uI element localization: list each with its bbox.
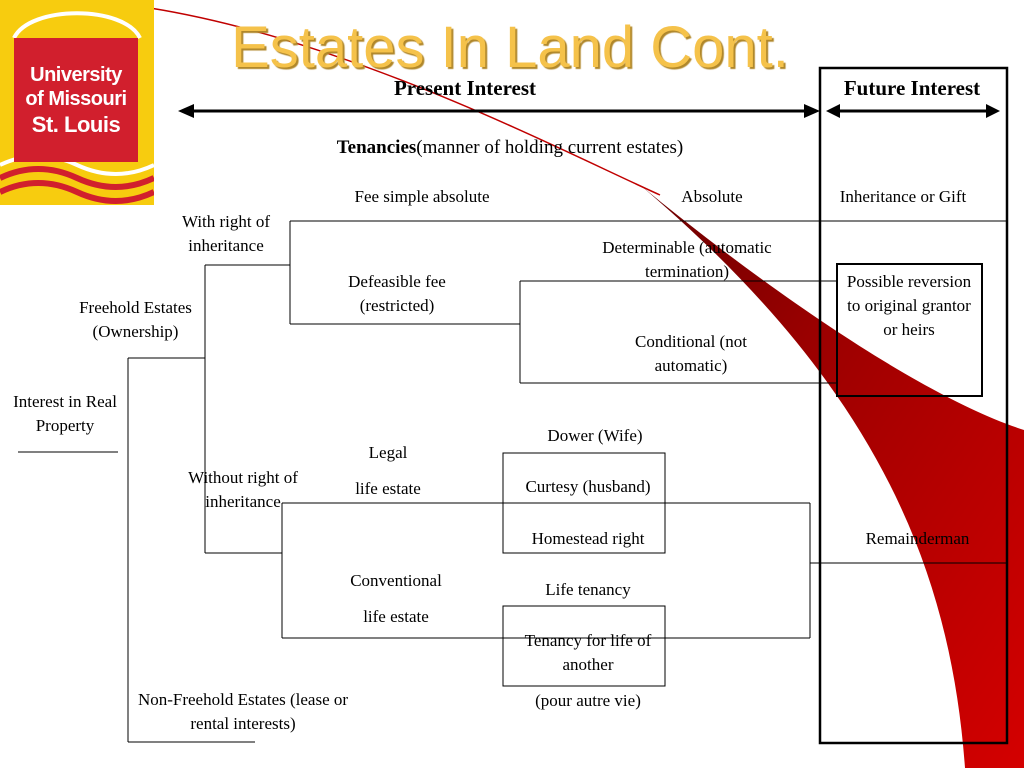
fee-simple-absolute: Fee simple absolute — [354, 187, 490, 206]
legal-label: Legal — [368, 443, 408, 462]
non-freehold-estates: Non-Freehold Estates (lease or rental in… — [137, 690, 349, 733]
logo-red-box: University of Missouri St. Louis — [14, 38, 138, 162]
dower-wife: Dower (Wife) — [547, 426, 643, 445]
conventional-label: Conventional — [350, 571, 442, 590]
conventional-life-estate: life estate — [363, 607, 429, 626]
homestead-right: Homestead right — [531, 529, 645, 548]
without-right-of-inheritance: Without right of inheritance — [188, 468, 298, 511]
swoosh-thin-line — [149, 7, 661, 196]
conditional: Conditional (not automatic) — [635, 332, 747, 375]
absolute-label: Absolute — [681, 187, 743, 206]
legal-life-estate: life estate — [355, 479, 421, 498]
pour-autre-vie: (pour autre vie) — [535, 691, 641, 710]
tenancy-for-life-of-another: Tenancy for life of another — [524, 631, 652, 674]
possible-reversion: Possible reversion to original grantor o… — [846, 272, 972, 339]
logo-text-of-missouri: of Missouri — [25, 88, 127, 110]
remainderman: Remainderman — [865, 529, 970, 548]
interest-in-real-property: Interest in Real Property — [13, 392, 117, 435]
freehold-estates: Freehold Estates (Ownership) — [79, 298, 192, 341]
determinable: Determinable (automatic termination) — [602, 238, 772, 281]
curtesy-husband: Curtesy (husband) — [525, 477, 651, 496]
tenancies-bold: Tenancies — [336, 137, 417, 158]
tenancies-description: (manner of holding current estates) — [416, 137, 684, 158]
university-logo: University of Missouri St. Louis — [0, 0, 154, 205]
with-right-of-inheritance: With right of inheritance — [181, 212, 271, 255]
tenancies-label: Tenancies(manner of holding current esta… — [260, 136, 760, 160]
slide-title: Estates In Land Cont. — [231, 15, 789, 80]
present-interest-label: Present Interest — [393, 76, 537, 100]
defeasible-fee: Defeasible fee (restricted) — [348, 272, 446, 315]
swoosh-shape — [640, 185, 1024, 768]
logo-text-university: University — [30, 64, 122, 86]
logo-text-st-louis: St. Louis — [31, 112, 121, 137]
inheritance-or-gift: Inheritance or Gift — [839, 187, 967, 206]
logo-arch-icon — [0, 11, 154, 204]
life-tenancy: Life tenancy — [545, 580, 631, 599]
future-interest-label: Future Interest — [843, 76, 981, 100]
